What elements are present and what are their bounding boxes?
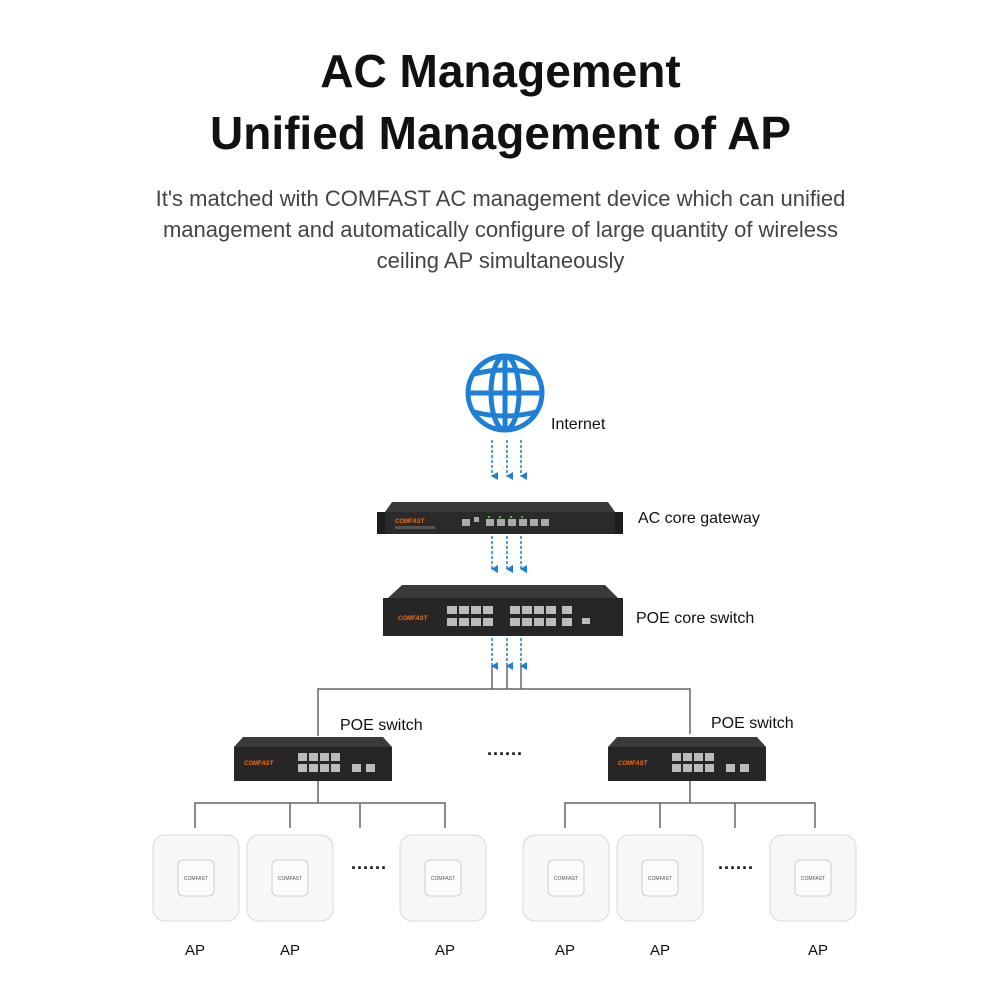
ap-label: AP [650,942,670,959]
poe-switch-right-brand: COMFAST [618,761,649,767]
ap-label: AP [435,942,455,959]
arrows-core-switch-to-distribution [491,638,527,670]
poe-switch-left-brand: COMFAST [244,761,275,767]
globe-icon [465,353,545,433]
ap-label: AP [808,942,828,959]
ap-label: AP [185,942,205,959]
gateway-brand: COMFAST [395,519,426,525]
ap-device-3: COMFAST [399,834,487,922]
ap-device-2: COMFAST [246,834,334,922]
ellipsis-ap-left: ······ [351,858,387,878]
ap-6-brand: COMFAST [801,876,825,882]
ap-label: AP [280,942,300,959]
ap-device-1: COMFAST [152,834,240,922]
ac-gateway-device: COMFAST [377,502,623,534]
ap-1-brand: COMFAST [184,876,208,882]
arrows-internet-to-gateway [491,440,527,480]
ap-tree-lines [194,781,816,828]
ap-label: AP [555,942,575,959]
distribution-lines [317,666,691,736]
arrows-gateway-to-core-switch [491,536,527,573]
ap-device-6: COMFAST [769,834,857,922]
page-title-line-2: Unified Management of AP [210,107,791,159]
poe-switch-right-device: COMFAST [608,737,766,781]
internet-label: Internet [551,416,606,433]
ap-device-5: COMFAST [616,834,704,922]
poe-switch-left-label: POE switch [340,717,423,734]
ap-3-brand: COMFAST [431,876,455,882]
core-switch-label: POE core switch [636,610,754,627]
ap-2-brand: COMFAST [278,876,302,882]
ap-5-brand: COMFAST [648,876,672,882]
poe-switch-left-device: COMFAST [234,737,392,781]
poe-core-switch-device: COMFAST [383,585,623,636]
poe-switch-right-label: POE switch [711,715,794,732]
ellipsis-switches: ······ [487,744,523,764]
ap-device-4: COMFAST [522,834,610,922]
ellipsis-ap-right: ······ [718,858,754,878]
page-description: It's matched with COMFAST AC management … [155,186,846,273]
core-switch-brand: COMFAST [398,616,429,622]
page-title-line-1: AC Management [320,45,681,97]
ap-4-brand: COMFAST [554,876,578,882]
gateway-label: AC core gateway [638,510,760,527]
